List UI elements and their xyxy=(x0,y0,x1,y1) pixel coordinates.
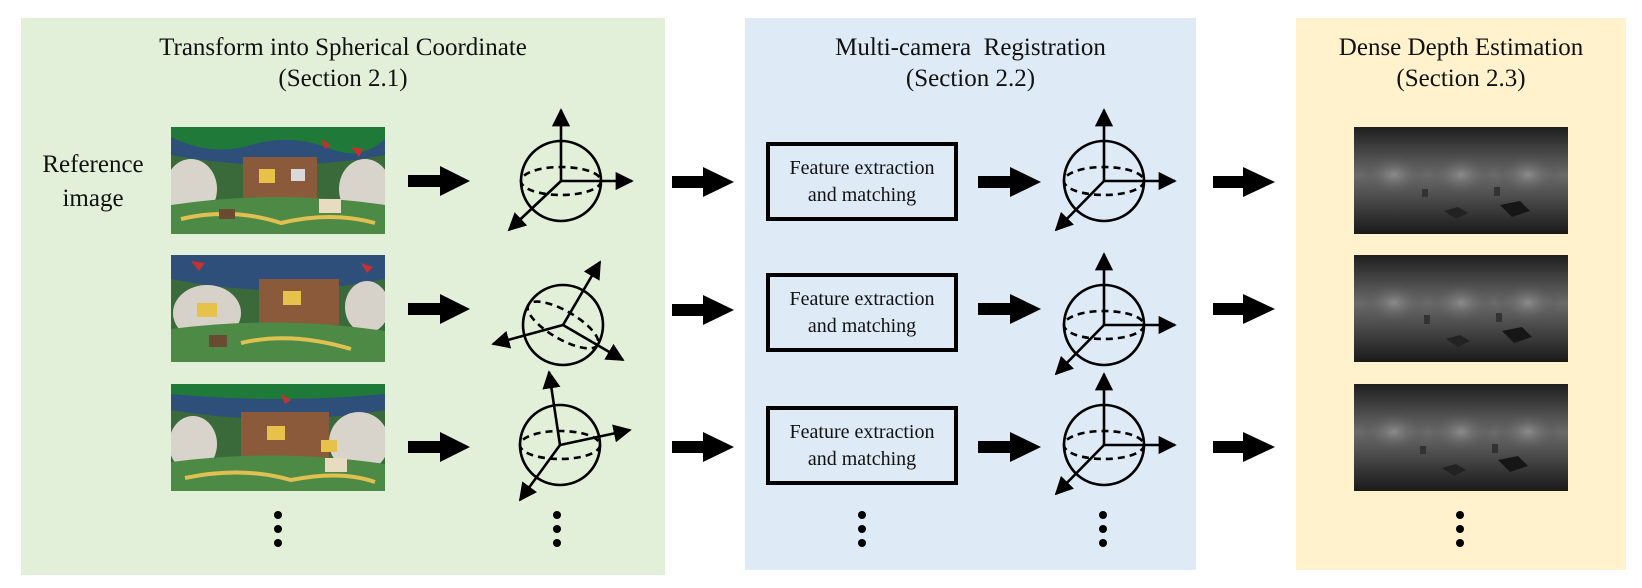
feature-box-line2: and matching xyxy=(807,183,917,206)
flow-arrow xyxy=(672,432,734,462)
stage-title: Dense Depth Estimation (Section 2.3) xyxy=(1296,32,1626,94)
flow-arrow xyxy=(408,294,470,324)
depth-map-3 xyxy=(1354,384,1568,491)
stage-section-ref: (Section 2.2) xyxy=(905,65,1036,92)
ellipsis-dots xyxy=(553,511,561,547)
stage-title: Transform into Spherical Coordinate (Sec… xyxy=(21,32,665,94)
sphere-coordinate-icon xyxy=(1054,372,1177,496)
stage-title-text: Dense Depth Estimation xyxy=(1338,34,1584,61)
feature-box-line1: Feature extraction xyxy=(789,156,935,179)
flow-arrow xyxy=(978,294,1041,324)
flow-arrow xyxy=(1213,432,1275,462)
feature-box-line2: and matching xyxy=(807,447,917,470)
reference-label-line1: Reference xyxy=(42,151,144,178)
feature-extraction-box-1: Feature extraction and matching xyxy=(766,142,958,221)
reference-label-line2: image xyxy=(62,185,124,212)
depth-map-1 xyxy=(1354,127,1568,234)
feature-box-line1: Feature extraction xyxy=(789,420,935,443)
sphere-coordinate-icon xyxy=(507,108,634,232)
ellipsis-dots xyxy=(1099,511,1107,547)
flow-arrow xyxy=(1213,294,1275,324)
flow-arrow xyxy=(408,432,470,462)
stage-section-ref: (Section 2.3) xyxy=(1396,65,1526,92)
flow-arrow xyxy=(672,295,734,325)
sphere-coordinate-icon xyxy=(491,260,625,367)
stage-title-text: Multi-camera Registration xyxy=(835,34,1106,61)
panorama-image-reference xyxy=(171,127,385,234)
panorama-image-3 xyxy=(171,384,385,491)
feature-box-line1: Feature extraction xyxy=(789,287,935,310)
panorama-image-2 xyxy=(171,255,385,362)
stage-panel-registration: Multi-camera Registration (Section 2.2) xyxy=(745,18,1196,570)
flow-arrow xyxy=(408,166,470,196)
reference-image-label: Reference image xyxy=(28,148,158,216)
feature-extraction-box-2: Feature extraction and matching xyxy=(766,273,958,352)
depth-map-2 xyxy=(1354,255,1568,362)
feature-extraction-box-3: Feature extraction and matching xyxy=(766,406,958,485)
ellipsis-dots xyxy=(858,511,866,547)
ellipsis-dots xyxy=(274,511,282,547)
flow-arrow xyxy=(1213,167,1275,197)
flow-arrow xyxy=(978,167,1041,197)
stage-title-text: Transform into Spherical Coordinate xyxy=(159,34,527,61)
flow-arrow xyxy=(978,432,1041,462)
feature-box-line2: and matching xyxy=(807,314,917,337)
stage-title: Multi-camera Registration (Section 2.2) xyxy=(745,32,1196,94)
sphere-coordinate-icon xyxy=(1054,108,1177,232)
stage-section-ref: (Section 2.1) xyxy=(278,65,408,92)
sphere-coordinate-icon xyxy=(1054,252,1177,376)
sphere-coordinate-icon xyxy=(518,370,632,502)
flow-arrow xyxy=(672,167,734,197)
ellipsis-dots xyxy=(1456,511,1464,547)
